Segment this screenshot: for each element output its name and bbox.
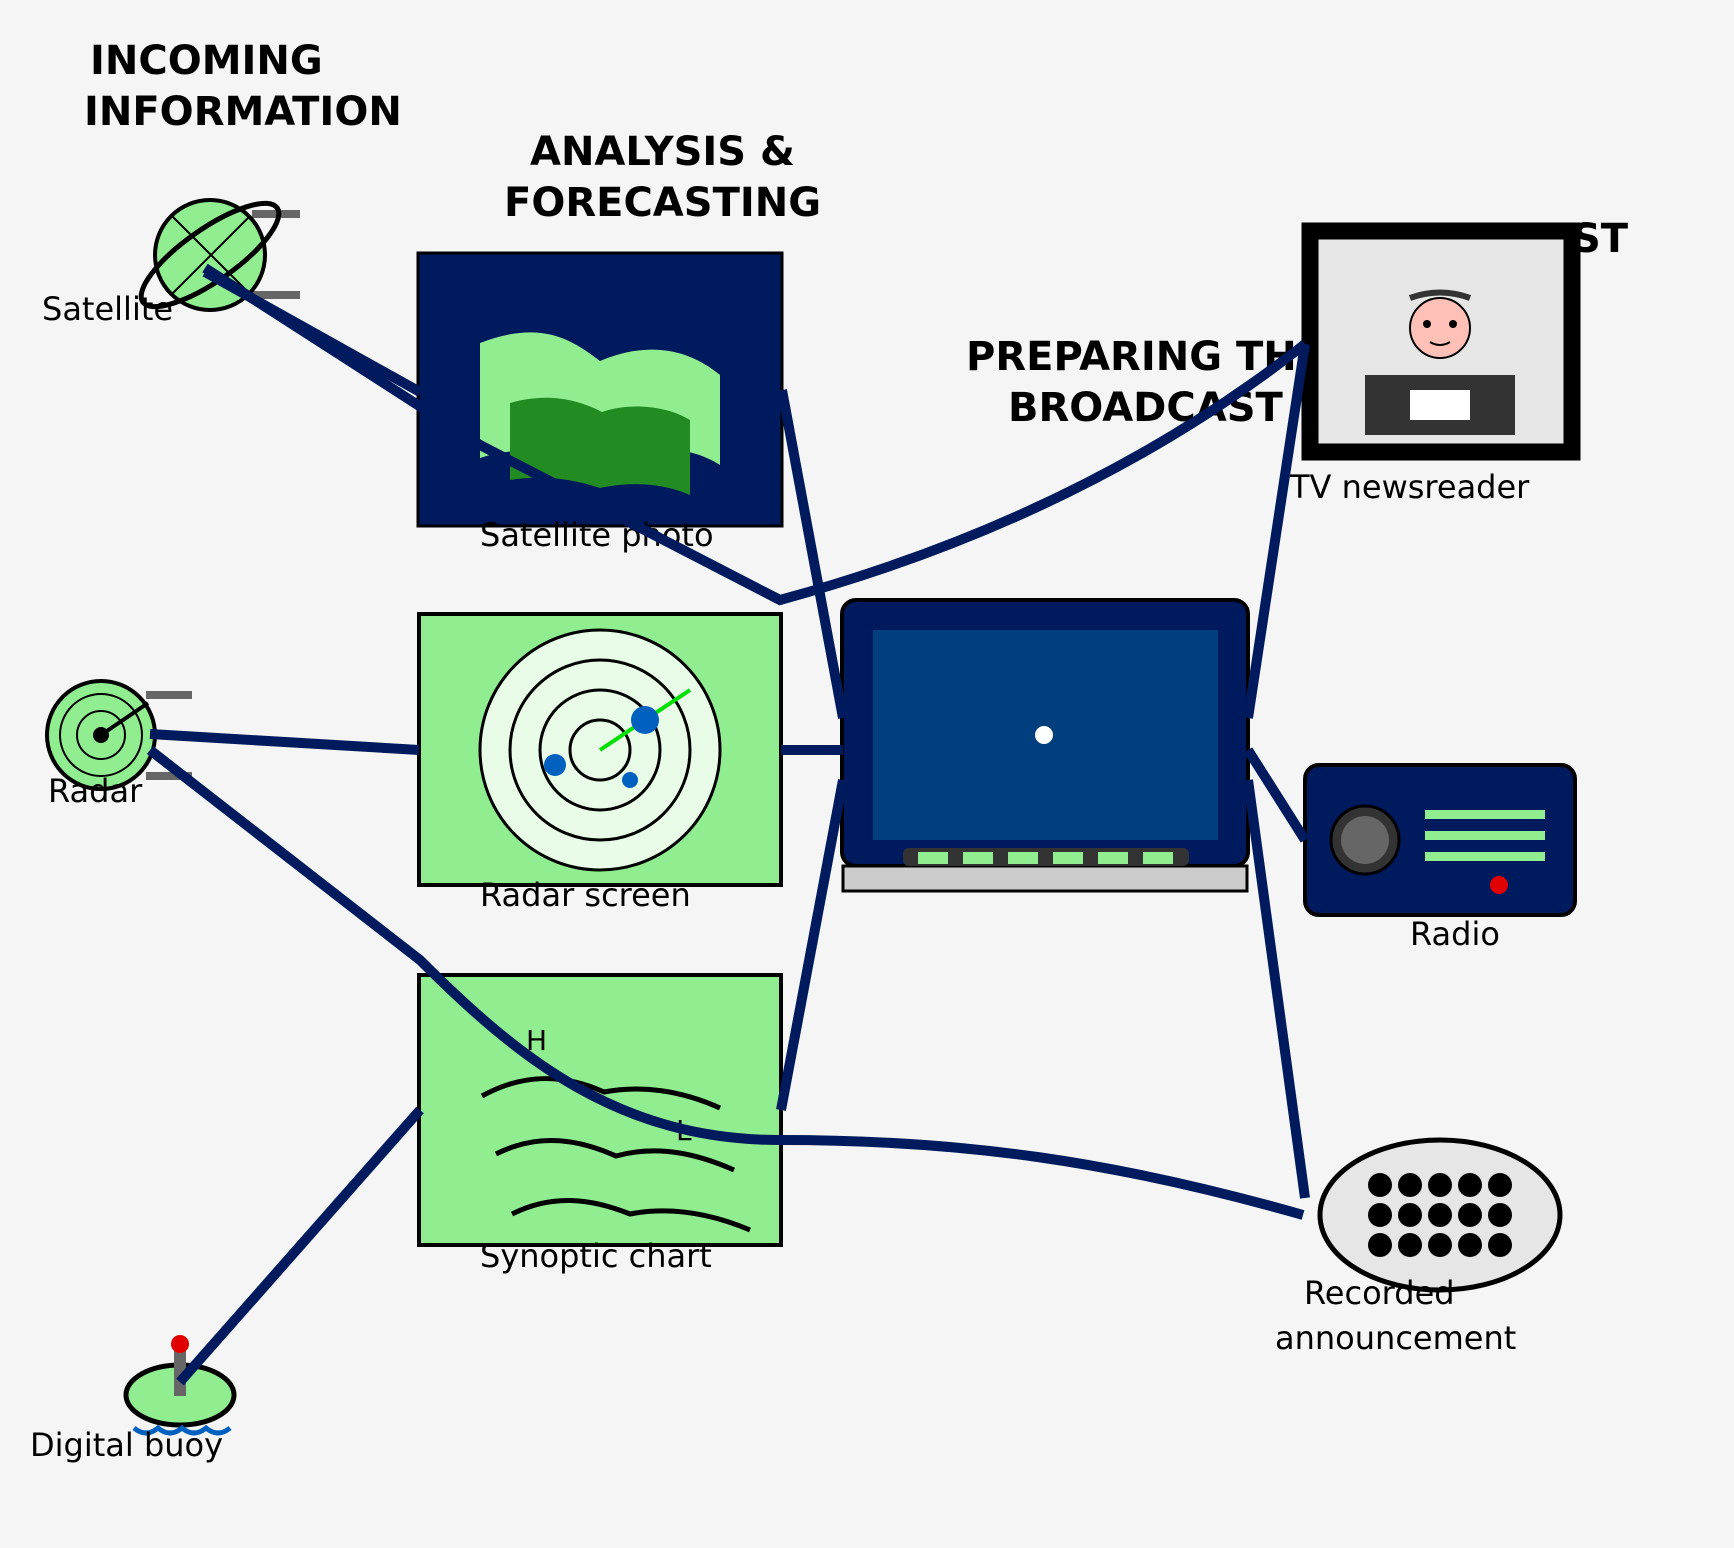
radar-label: Radar [48,772,143,810]
connector-satellite-to-photo [202,267,423,397]
connector-radar-to-radarscreen [149,729,420,755]
satellite-label: Satellite [42,290,173,328]
tv-newsreader-icon [1301,222,1581,461]
radar-screen-label: Radar screen [480,876,691,914]
speaker-icon [1317,1137,1563,1293]
laptop-icon [840,598,1250,893]
synoptic-chart-label: Synoptic chart [480,1237,712,1275]
connector-buoy-to-chart [176,1106,424,1386]
heading-incoming-line2: INFORMATION [84,89,402,135]
connector-photo-to-laptop [777,389,848,719]
connector-radar-to-recorded [146,746,1305,1220]
tv-label: TV newsreader [1289,468,1530,506]
chart-high-label: H [526,1024,547,1057]
heading-incoming-line1: INCOMING [90,38,323,84]
recorded-label-line1: Recorded [1304,1274,1455,1312]
connector-laptop-to-tv [1243,343,1310,719]
satellite-photo-panel [416,251,784,528]
connector-laptop-to-recorded [1243,779,1310,1199]
radio-icon [1303,763,1577,917]
buoy-icon [123,1335,237,1436]
connector-laptop-to-radio [1243,747,1310,843]
heading-broadcast-fragment: ST [1572,216,1629,262]
radio-label: Radio [1410,915,1500,953]
heading-analysis-line1: ANALYSIS & [530,129,795,175]
radar-dish-icon [45,679,192,791]
buoy-label: Digital buoy [30,1426,223,1464]
radar-screen-panel [417,612,783,887]
heading-analysis-line2: FORECASTING [504,180,821,226]
connector-chart-to-laptop [776,779,848,1111]
recorded-label-line2: announcement [1275,1319,1516,1357]
connector-satellite-to-tv [202,263,1309,606]
